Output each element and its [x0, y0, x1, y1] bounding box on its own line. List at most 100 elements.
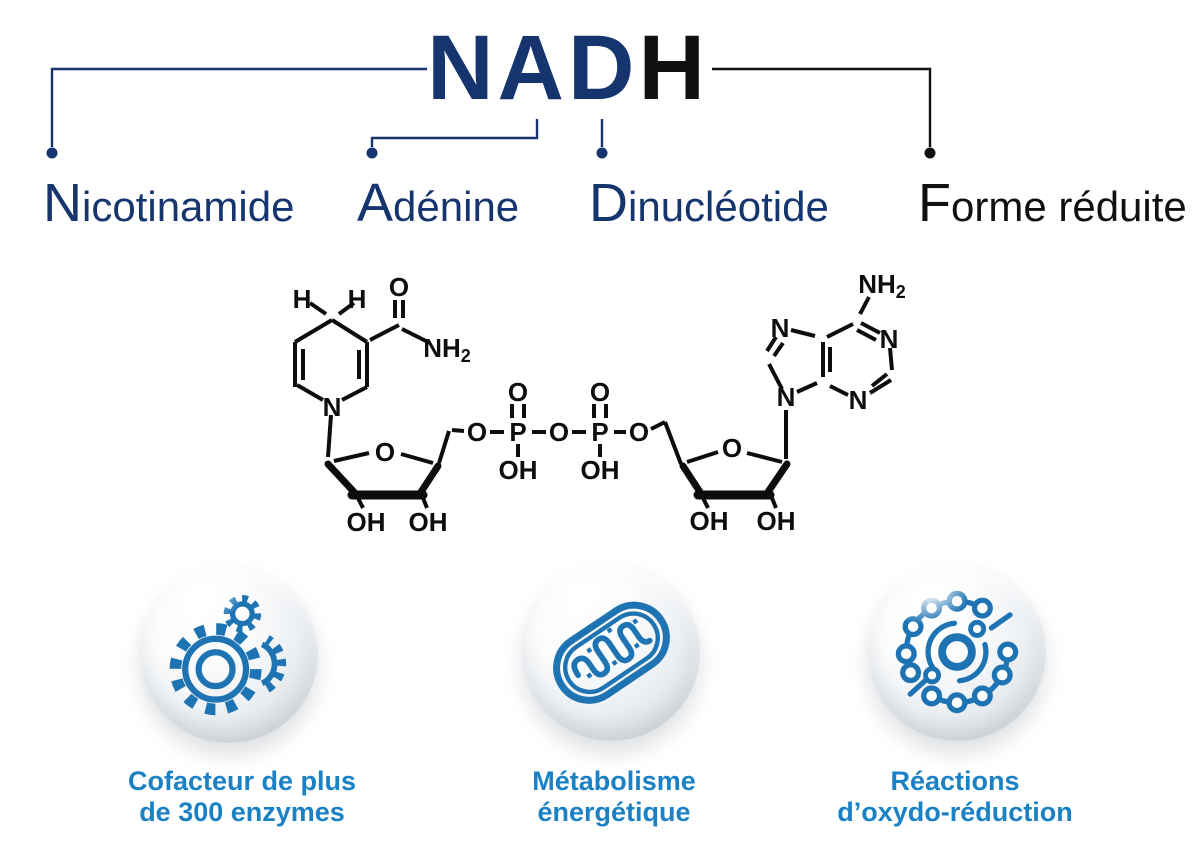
redox-outer-nodes	[895, 590, 1019, 714]
term-rest: icotinamide	[82, 183, 295, 230]
bond	[650, 420, 666, 431]
bond	[296, 383, 324, 402]
bond	[870, 372, 889, 388]
title-h: H	[638, 17, 709, 119]
bond	[356, 497, 365, 509]
mitochondria-icon	[553, 601, 670, 704]
gear-large-body	[182, 635, 250, 703]
bond	[679, 462, 704, 496]
atom-label: O	[389, 272, 409, 302]
feature-bubble-metabolism	[522, 563, 700, 741]
connector-adenine	[370, 119, 539, 147]
caption-line: d’oxydo-réduction	[837, 797, 1073, 827]
gears-icon	[169, 595, 287, 716]
caption-line: Réactions	[890, 766, 1020, 796]
atom-label: N	[849, 385, 868, 415]
feature-bubble-enzymes	[140, 565, 318, 743]
atom-label: OH	[409, 507, 448, 537]
connector-lines	[46, 67, 936, 159]
atom-label: O	[590, 377, 610, 407]
gear-large-hole	[195, 649, 236, 690]
bond	[764, 460, 791, 496]
caption-line: Métabolisme	[532, 766, 696, 796]
connector-forme-reduite	[712, 67, 932, 147]
redox-middle-arc-right	[956, 641, 989, 684]
redox-middle-node	[923, 666, 942, 685]
atom-label: O	[722, 433, 742, 463]
term-initial: F	[918, 173, 951, 233]
atom-label: OH	[347, 507, 386, 537]
redox-bond-stub	[907, 677, 929, 697]
term-initial: A	[357, 173, 394, 233]
term-rest: inucléotide	[628, 183, 829, 230]
caption-enzymes: Cofacteur de plus de 300 enzymes	[77, 766, 407, 828]
mitochondria-cristae	[571, 621, 653, 679]
caption-line: Cofacteur de plus	[127, 766, 357, 796]
mitochondria-inner-membrane	[563, 611, 660, 695]
bond	[790, 328, 816, 338]
bond	[324, 460, 358, 496]
feature-bubble-redox	[868, 563, 1046, 741]
redox-molecule-icon	[895, 590, 1019, 714]
atom-label: N	[880, 324, 899, 354]
bond	[308, 301, 328, 316]
bond	[686, 450, 719, 464]
title-nad: NAD	[427, 17, 639, 119]
bond	[421, 497, 429, 509]
bond	[451, 428, 465, 433]
bond	[858, 296, 871, 315]
atom-label: NH2	[423, 333, 471, 366]
bond	[860, 321, 881, 335]
bond	[888, 347, 894, 371]
gear-small-body	[229, 601, 255, 627]
bond	[400, 452, 434, 465]
atom-label: N	[771, 313, 790, 343]
gear-crescent-teeth	[264, 635, 287, 693]
atom-label: P	[509, 417, 526, 447]
atom-label: OH	[757, 506, 796, 536]
caption-metabolism: Métabolisme énergétique	[449, 766, 779, 828]
bond	[765, 335, 778, 353]
atom-label: H	[293, 284, 312, 314]
bond	[341, 385, 368, 402]
term-rest: orme réduite	[951, 183, 1187, 230]
atom-label: OH	[499, 455, 538, 485]
bond	[326, 414, 333, 458]
bond	[770, 497, 778, 509]
bond	[868, 378, 893, 395]
caption-line: énergétique	[537, 797, 691, 827]
term-rest: dénine	[393, 183, 520, 230]
bond	[829, 384, 849, 397]
bond	[369, 323, 400, 342]
redox-middle-node	[968, 619, 987, 638]
atom-label: N	[777, 382, 796, 412]
bond	[826, 322, 854, 339]
redox-bond-stub	[988, 612, 1013, 631]
connector-nicotinamide	[50, 67, 427, 147]
connector-dot-dinucleotide	[596, 147, 608, 159]
bond	[417, 462, 442, 496]
atom-label: N	[323, 392, 342, 422]
connector-dot-forme-reduite	[924, 147, 936, 159]
atom-label: O	[375, 437, 395, 467]
bond	[746, 451, 783, 464]
bond	[663, 421, 683, 465]
atom-label: O	[467, 417, 487, 447]
connector-dot-nicotinamide	[46, 147, 58, 159]
bond	[856, 328, 877, 342]
mitochondria-granules	[586, 618, 640, 679]
bond	[401, 327, 431, 345]
bond	[701, 497, 710, 509]
atom-label: O	[508, 377, 528, 407]
bond	[772, 341, 785, 358]
caption-redox: Réactions d’oxydo-réduction	[790, 766, 1120, 828]
page-title: NADH	[427, 22, 709, 114]
bond	[337, 301, 356, 316]
